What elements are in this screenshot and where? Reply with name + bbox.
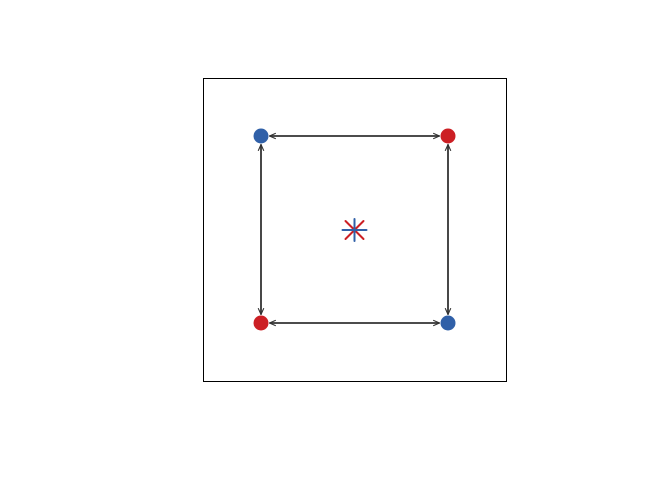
node-top-right — [440, 128, 456, 144]
node-bottom-left — [253, 315, 269, 331]
edges-layer — [261, 136, 448, 323]
nodes-layer — [253, 128, 456, 331]
node-bottom-right — [440, 315, 456, 331]
center-marker-icon — [341, 218, 368, 242]
node-top-left — [253, 128, 269, 144]
plot-frame — [203, 78, 507, 382]
